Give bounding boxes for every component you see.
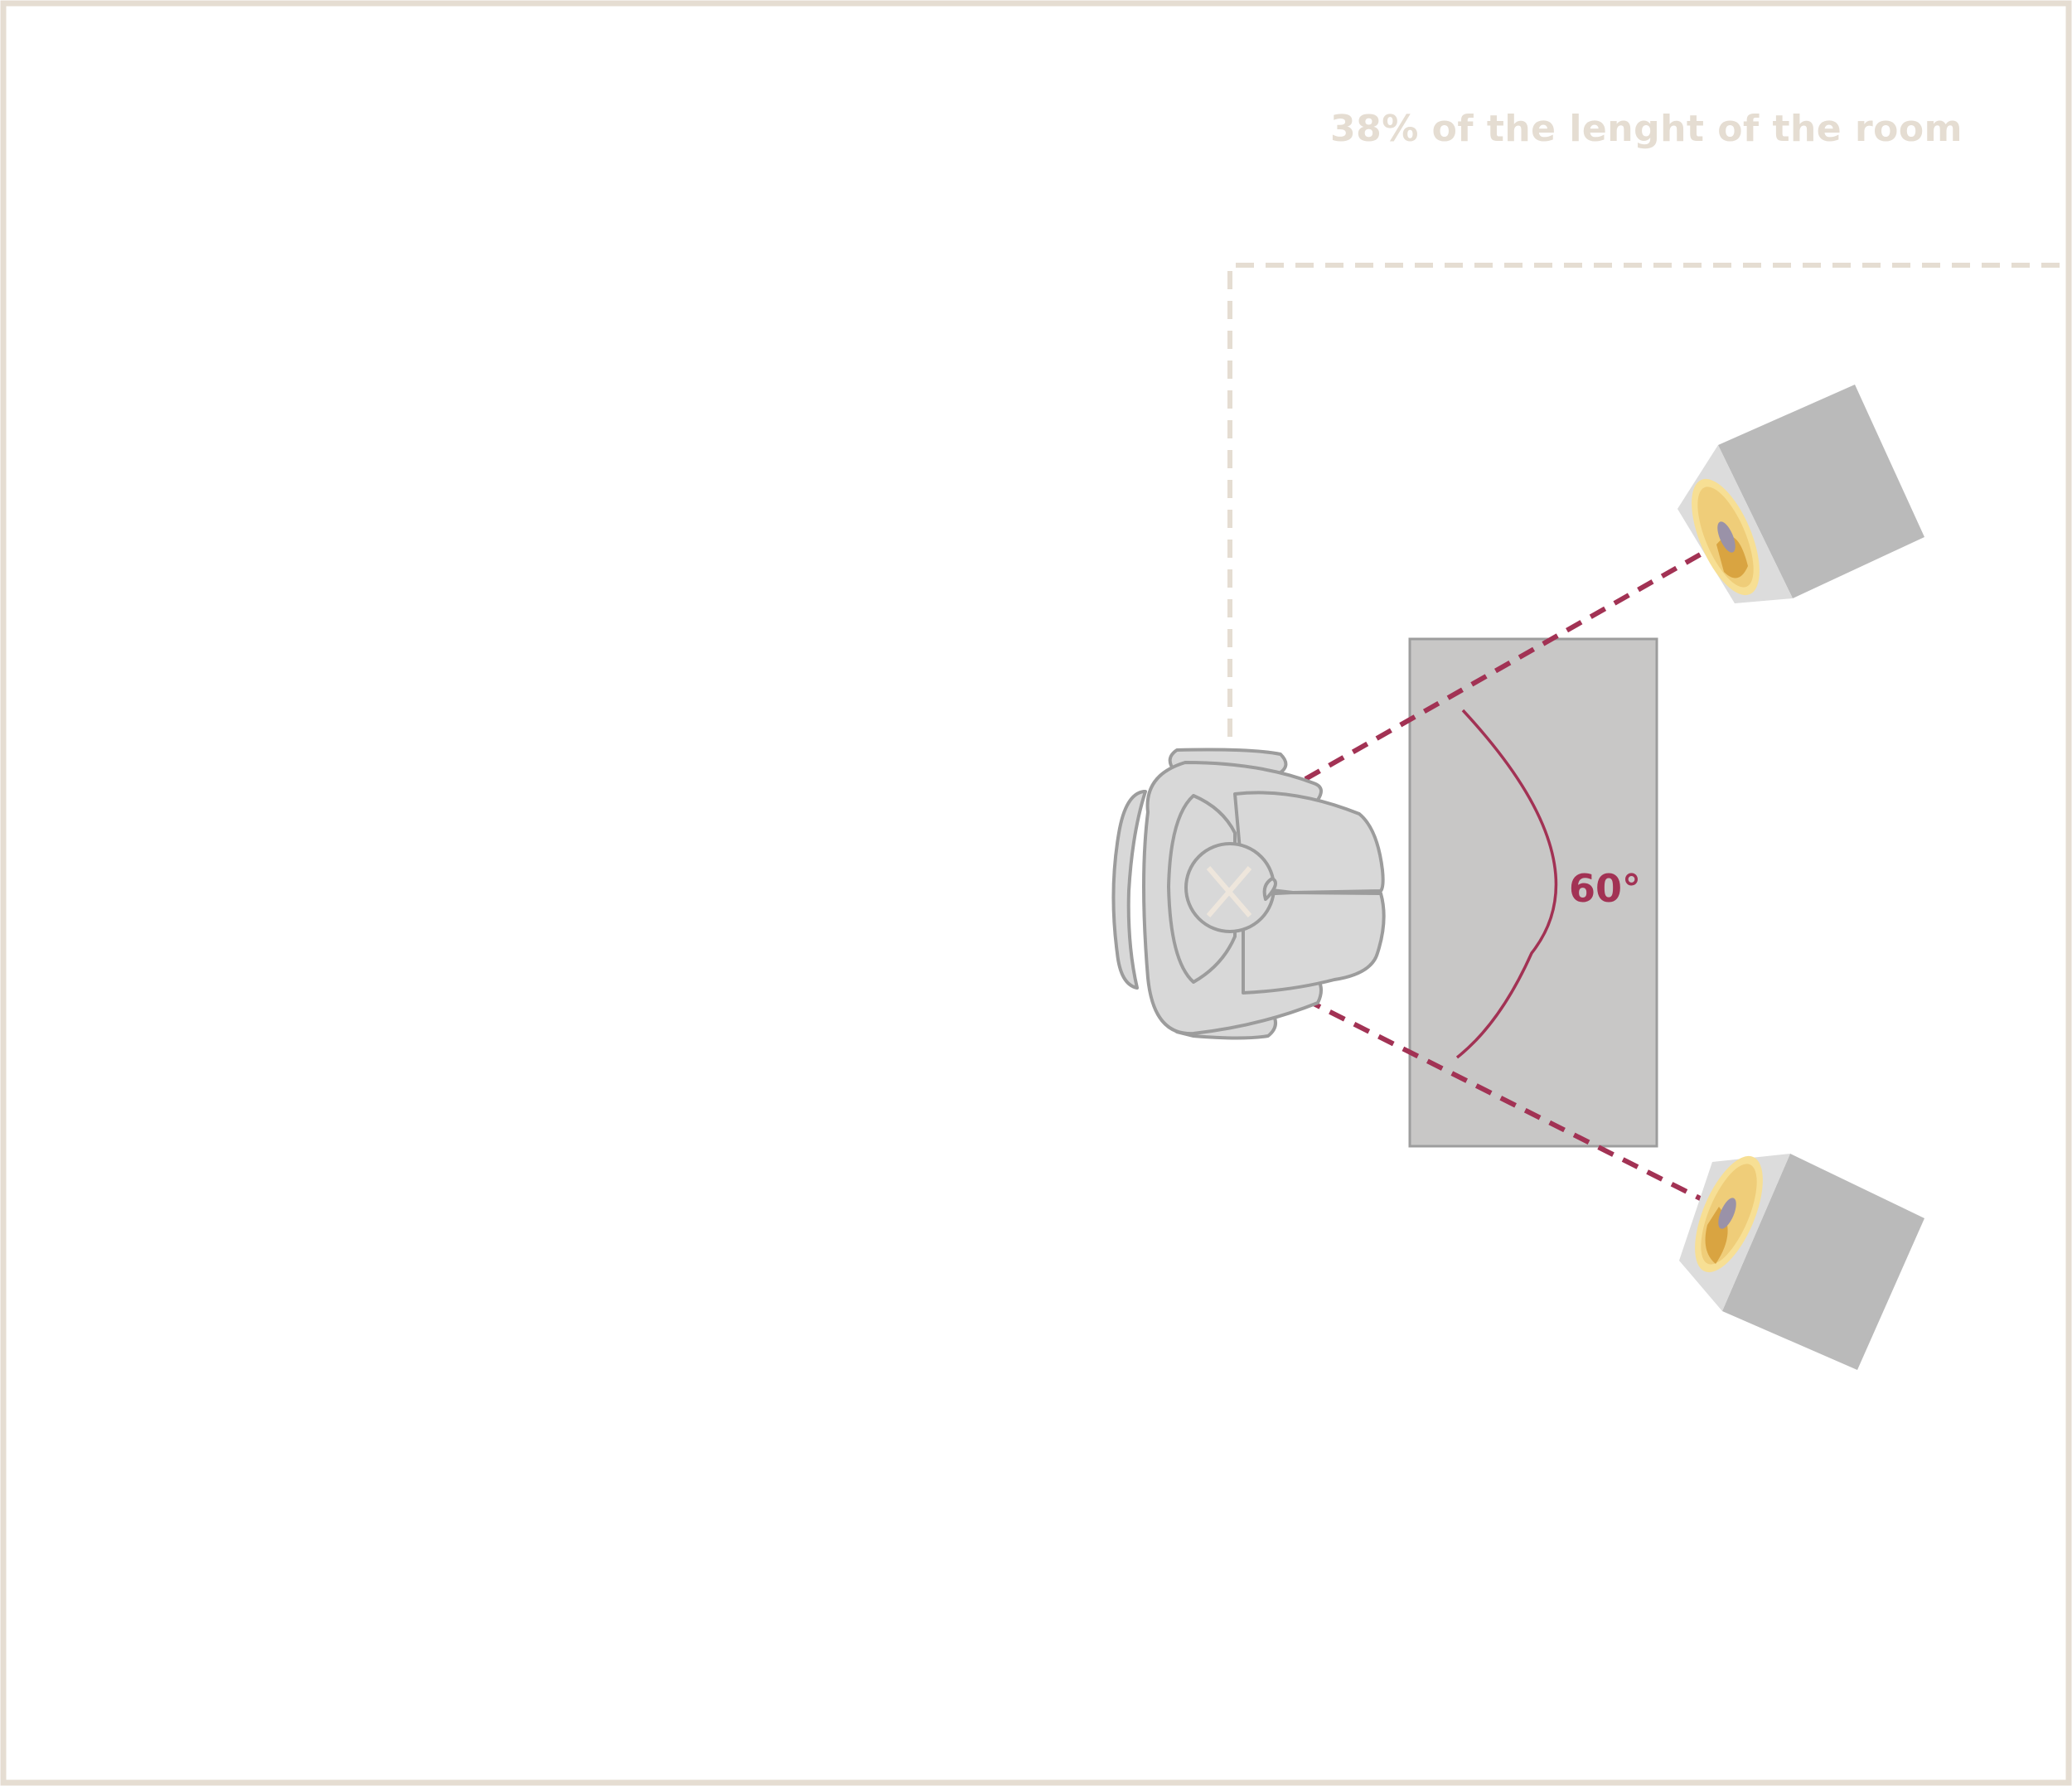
speaker-top-icon [1677, 385, 1924, 603]
sight-line-bottom [1304, 997, 1730, 1215]
desk [1408, 637, 1658, 1148]
listener-in-chair-icon [1111, 748, 1386, 1040]
room-length-note: 38% of the lenght of the room [1330, 108, 1963, 150]
listening-angle-arc [1455, 709, 1558, 1059]
room-length-guide [1227, 263, 2060, 891]
speaker-bottom-icon [1679, 1154, 1924, 1370]
listening-angle-label: 60° [1569, 866, 1642, 911]
listening-spot-cross-icon [1206, 866, 1252, 917]
